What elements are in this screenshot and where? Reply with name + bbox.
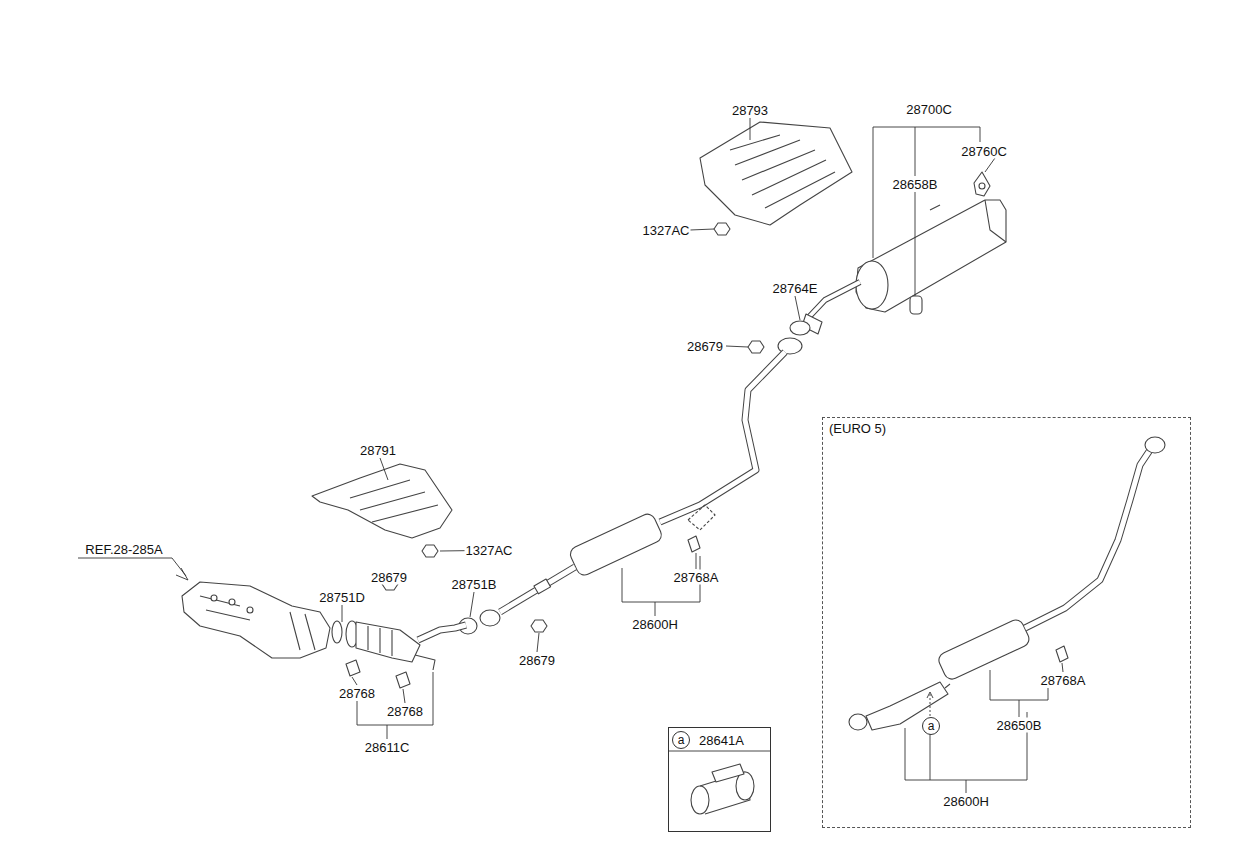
callout-number: 28658B: [892, 177, 939, 192]
box-heading: (EURO 5): [829, 421, 886, 436]
callout-number: 28679: [370, 570, 408, 585]
reference-circle: a: [922, 717, 940, 735]
callout-number: 28764E: [772, 281, 819, 296]
callout-number: 28793: [731, 103, 769, 118]
variant-region: (EURO 5) a: [822, 417, 1191, 828]
detail-box: 28641A a: [668, 727, 771, 832]
callout-number: 28768: [386, 704, 424, 719]
callout-number: 28751B: [451, 577, 498, 592]
reference-letter: a: [678, 734, 685, 746]
callout-number: 28600H: [942, 794, 990, 809]
callout-number: 1327AC: [642, 223, 691, 238]
callout-number: 28700C: [905, 102, 953, 117]
callout-number: 1327AC: [465, 543, 514, 558]
callout-number: 28791: [359, 443, 397, 458]
callout-number: 28679: [686, 339, 724, 354]
callout-number: 28768: [338, 686, 376, 701]
callout-number: 28768A: [1040, 673, 1087, 688]
box-heading: 28641A: [699, 733, 744, 748]
callout-number: 28760C: [960, 144, 1008, 159]
callout-number: 28768A: [673, 570, 720, 585]
callout-number: 28679: [518, 653, 556, 668]
reference-letter: a: [928, 720, 935, 732]
callout-number: 28611C: [364, 740, 411, 755]
reference-circle: a: [672, 731, 690, 749]
callout-number: 28600H: [631, 617, 679, 632]
callout-number: 28650B: [996, 718, 1043, 733]
callout-number: 28751D: [318, 590, 366, 605]
callout-number: REF.28-285A: [84, 542, 163, 557]
